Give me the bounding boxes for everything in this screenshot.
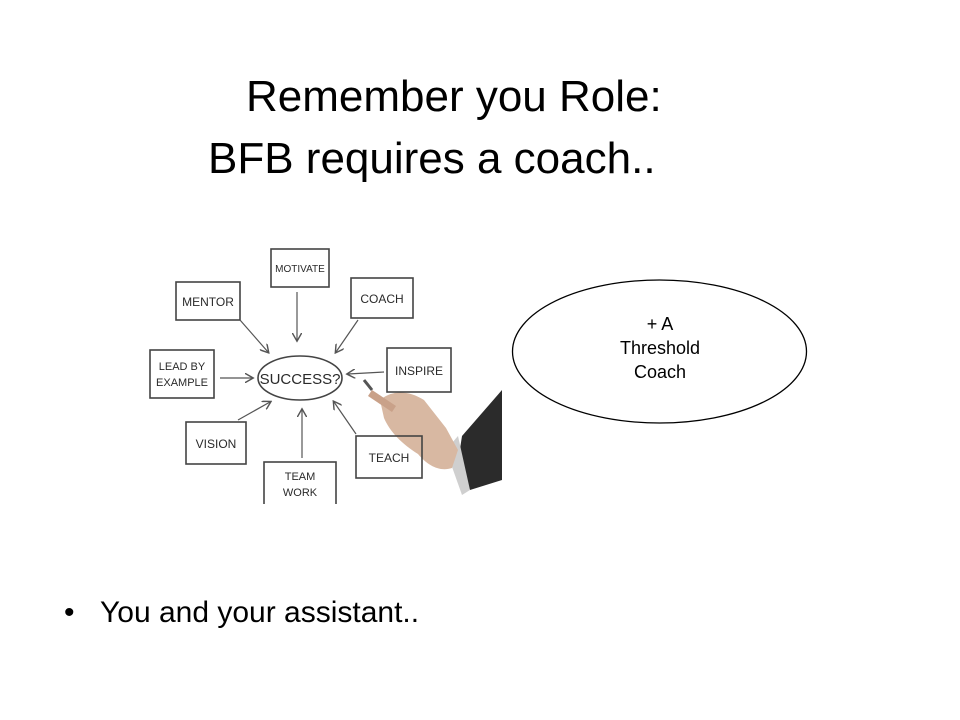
box-lead-by-example: LEAD BY EXAMPLE: [149, 349, 252, 399]
svg-text:TEAM: TEAM: [285, 471, 316, 483]
box-vision: VISION: [185, 402, 270, 465]
callout-line-1: + A: [646, 314, 674, 334]
box-team-work: TEAM WORK: [263, 410, 337, 504]
svg-text:SUCCESS?: SUCCESS?: [260, 371, 341, 388]
box-motivate: MOTIVATE: [270, 248, 330, 340]
hand-illustration: [362, 379, 502, 495]
callout-line-2: Threshold: [619, 338, 701, 358]
success-sketch-diagram: SUCCESS? MOTIVATE MENTOR COACH LEAD BY E…: [149, 248, 502, 504]
callout-line-3: Coach: [633, 362, 687, 382]
box-teach: TEACH: [334, 402, 423, 479]
callout-text: + A Threshold Coach: [560, 312, 760, 384]
svg-text:MOTIVATE: MOTIVATE: [275, 264, 325, 275]
bullet-item: • You and your assistant..: [64, 593, 419, 633]
bullet-text: You and your assistant..: [100, 596, 420, 629]
svg-text:INSPIRE: INSPIRE: [395, 364, 443, 378]
bullet-marker: •: [64, 596, 75, 629]
box-inspire: INSPIRE: [348, 347, 452, 393]
svg-text:VISION: VISION: [196, 437, 237, 451]
box-coach: COACH: [336, 277, 414, 352]
box-mentor: MENTOR: [175, 281, 268, 352]
svg-text:COACH: COACH: [360, 292, 403, 306]
svg-text:TEACH: TEACH: [369, 451, 410, 465]
svg-text:WORK: WORK: [283, 487, 318, 499]
svg-text:LEAD BY: LEAD BY: [159, 361, 206, 373]
svg-text:MENTOR: MENTOR: [182, 295, 234, 309]
svg-text:EXAMPLE: EXAMPLE: [156, 377, 208, 389]
title-line-2: BFB requires a coach..: [208, 134, 656, 183]
title-line-1: Remember you Role:: [246, 72, 662, 121]
threshold-coach-ellipse: [511, 279, 808, 424]
center-node-success: SUCCESS?: [257, 355, 343, 401]
